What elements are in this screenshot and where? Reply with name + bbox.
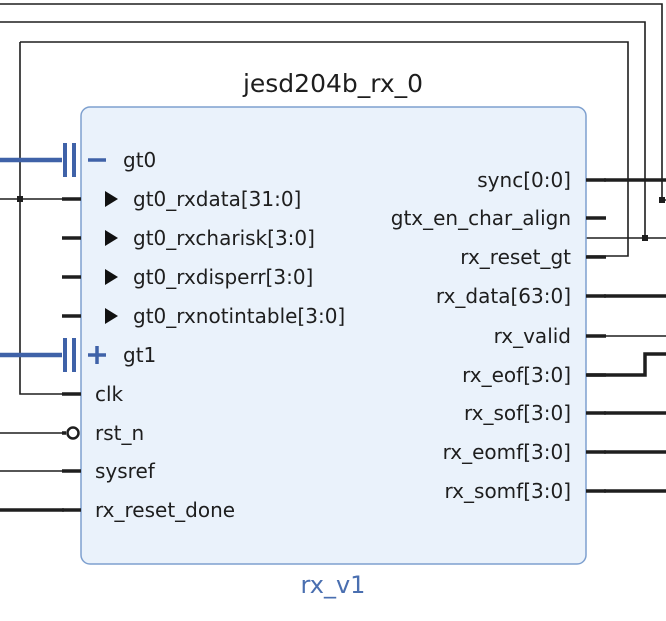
right-pin-label: rx_valid xyxy=(494,324,571,348)
interface-label-gt1: gt1 xyxy=(123,343,156,367)
right-pin-label: rx_somf[3:0] xyxy=(445,479,572,503)
left-pin[interactable]: rst_n xyxy=(0,421,144,445)
wire-rx-eof-out[interactable] xyxy=(586,352,666,377)
wire-clk-return[interactable] xyxy=(19,42,64,395)
junction-dot-right-outer xyxy=(659,197,665,203)
right-pin[interactable]: rx_reset_gt xyxy=(460,245,606,269)
expand-triangle-icon[interactable] xyxy=(105,191,118,207)
expand-triangle-icon[interactable] xyxy=(105,269,118,285)
wire-top-inner[interactable] xyxy=(20,41,629,257)
gt0-subpin[interactable]: gt0_rxdata[31:0] xyxy=(62,187,301,211)
right-pin[interactable]: rx_data[63:0] xyxy=(436,284,666,308)
right-pin-label: rx_data[63:0] xyxy=(436,284,571,308)
inversion-bubble-icon xyxy=(66,426,80,440)
right-pin-label: rx_reset_gt xyxy=(460,245,571,269)
left-pin-label: sysref xyxy=(95,459,156,483)
interface-gt0[interactable]: gt0 xyxy=(0,143,156,177)
subpin-label: gt0_rxnotintable[3:0] xyxy=(133,304,345,328)
gt0-subpin-list: gt0_rxdata[31:0] gt0_rxcharisk[3:0] gt0_rx… xyxy=(62,187,345,328)
subpin-label: gt0_rxcharisk[3:0] xyxy=(133,226,315,250)
wire-junctions xyxy=(17,196,665,241)
gt0-subpin[interactable]: gt0_rxnotintable[3:0] xyxy=(62,304,345,328)
left-pin[interactable]: rx_reset_done xyxy=(0,498,235,522)
left-pin-label: clk xyxy=(95,382,124,406)
right-pin-list: sync[0:0] gtx_en_char_align rx_reset_gt rx_… xyxy=(391,168,666,503)
left-pin-label: rst_n xyxy=(95,421,144,445)
interface-label-gt0: gt0 xyxy=(123,148,156,172)
interface-gt1[interactable]: gt1 xyxy=(0,338,156,372)
left-pin-label: rx_reset_done xyxy=(95,498,235,522)
right-pin-label: rx_sof[3:0] xyxy=(464,401,571,425)
right-pin-label: sync[0:0] xyxy=(477,168,571,192)
expand-triangle-icon[interactable] xyxy=(105,308,118,324)
gt0-subpin[interactable]: gt0_rxcharisk[3:0] xyxy=(62,226,315,250)
junction-dot-left xyxy=(17,196,23,202)
junction-dot-right xyxy=(642,235,648,241)
ip-instance-name: rx_v1 xyxy=(301,571,366,599)
wire-top-middle[interactable] xyxy=(0,21,646,239)
expand-icon[interactable] xyxy=(88,346,106,364)
right-pin[interactable]: rx_somf[3:0] xyxy=(445,479,666,503)
gt0-subpin[interactable]: gt0_rxdisperr[3:0] xyxy=(62,265,313,289)
right-pin[interactable]: sync[0:0] xyxy=(477,168,666,192)
subpin-label: gt0_rxdata[31:0] xyxy=(133,187,301,211)
subpin-label: gt0_rxdisperr[3:0] xyxy=(133,265,313,289)
right-pin[interactable]: rx_sof[3:0] xyxy=(464,401,666,425)
left-pin[interactable]: clk xyxy=(62,382,124,406)
right-pin-label: gtx_en_char_align xyxy=(391,206,571,230)
right-pin[interactable]: rx_eomf[3:0] xyxy=(443,440,666,464)
expand-triangle-icon[interactable] xyxy=(105,230,118,246)
right-pin-label: rx_eomf[3:0] xyxy=(443,440,571,464)
right-pin[interactable]: rx_eof[3:0] xyxy=(462,363,606,387)
right-pin-label: rx_eof[3:0] xyxy=(462,363,571,387)
ip-block-title: jesd204b_rx_0 xyxy=(242,69,423,98)
right-pin[interactable]: rx_valid xyxy=(494,324,606,348)
left-pin[interactable]: sysref xyxy=(0,459,156,483)
right-pin[interactable]: gtx_en_char_align xyxy=(391,206,606,230)
